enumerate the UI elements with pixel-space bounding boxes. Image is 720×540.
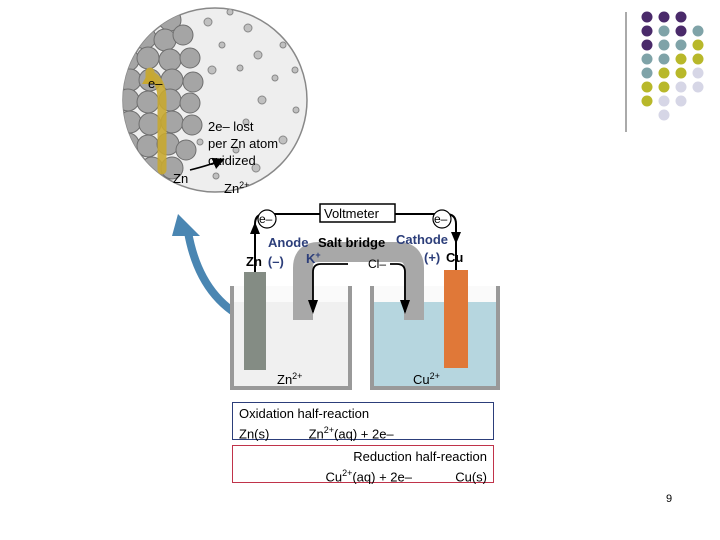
oxidation-product-charge: 2+ xyxy=(323,425,335,435)
anion-flow-arrow xyxy=(390,263,406,312)
oxidation-reactant: Zn(s) xyxy=(239,426,270,442)
oxidation-equation: Zn(s) Zn2+(aq) + 2e– xyxy=(239,422,487,442)
voltmeter-label: Voltmeter xyxy=(324,206,380,221)
voltmeter xyxy=(319,203,396,223)
reduction-reactant-charge: 2+ xyxy=(342,468,353,478)
electron-label-right: e– xyxy=(434,212,448,226)
chloride-ion-label: Cl– xyxy=(368,257,386,271)
zinc-ion-solution-label: Zn2+ xyxy=(277,371,302,387)
electron-marker-right xyxy=(432,209,452,229)
electron-label-left: e– xyxy=(259,212,273,226)
electrons-lost-line3: oxidized xyxy=(208,153,256,168)
oxidation-product-species: Zn xyxy=(308,426,324,442)
salt-bridge xyxy=(293,242,424,320)
copper-electrode xyxy=(444,270,468,368)
page-number: 9 xyxy=(666,493,673,505)
oxidation-half-reaction-box: Oxidation half-reaction Zn(s) Zn2+(aq) +… xyxy=(232,402,494,442)
oxidation-title: Oxidation half-reaction xyxy=(239,406,370,421)
reduction-half-reaction-box: Reduction half-reaction Cu2+(aq) + 2e– C… xyxy=(232,445,494,485)
reduction-reactant-species: Cu xyxy=(325,469,343,485)
cathode-label: Cathode xyxy=(396,232,448,247)
magnified-zn-ion-label: Zn2+ xyxy=(224,180,249,196)
magnified-zn-atom-label: Zn xyxy=(173,171,188,186)
copper-electrode-label: Cu xyxy=(446,250,463,265)
reduction-title: Reduction half-reaction xyxy=(353,449,487,464)
oxidation-product-state: (aq) + 2e– xyxy=(334,426,394,442)
magnified-zinc-surface xyxy=(122,7,308,193)
zinc-electrode xyxy=(244,272,266,370)
copper-sign-label: (+) xyxy=(424,250,440,265)
zinc-electrode-label: Zn(–) xyxy=(246,254,284,269)
anode-label: Anode xyxy=(268,235,308,250)
magnified-electron-label: e– xyxy=(148,76,163,91)
reduction-product: Cu(s) xyxy=(455,469,487,485)
salt-bridge-label: Salt bridge xyxy=(318,235,385,250)
electrons-lost-line2: per Zn atom xyxy=(208,136,278,151)
potassium-ion-label: K+ xyxy=(306,250,321,266)
decorative-dot-grid xyxy=(625,11,704,132)
electrons-lost-line1: 2e– lost xyxy=(208,119,254,134)
electron-marker-left xyxy=(257,209,277,229)
copper-ion-solution-label: Cu2+ xyxy=(413,371,440,387)
cation-flow-arrow xyxy=(312,263,348,312)
reduction-reactant-state: (aq) + 2e– xyxy=(352,469,412,485)
reduction-equation: Cu2+(aq) + 2e– Cu(s) xyxy=(239,465,487,485)
magnification-arrowhead xyxy=(172,214,200,236)
